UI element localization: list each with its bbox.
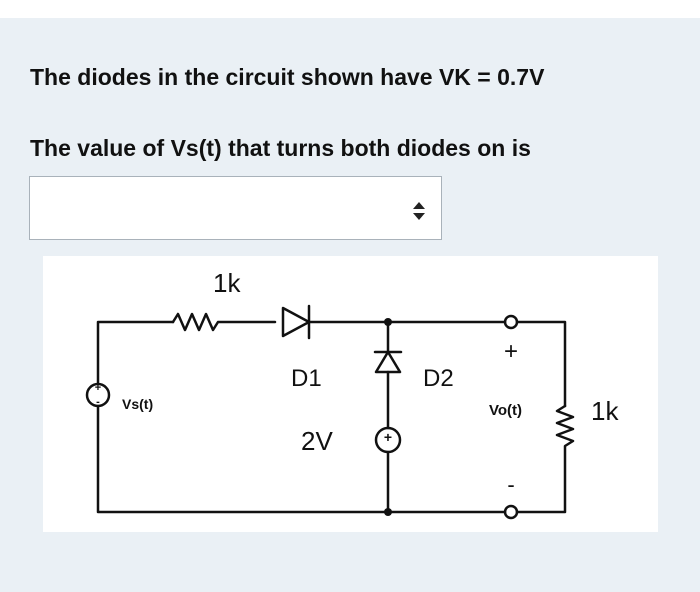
output-terminal-top bbox=[503, 314, 519, 330]
label-out-plus: + bbox=[504, 338, 518, 365]
question-text-line2: The value of Vs(t) that turns both diode… bbox=[30, 135, 531, 161]
resistor-1k-series bbox=[171, 312, 277, 332]
label-vo: Vo(t) bbox=[489, 402, 522, 419]
diode-d1-triangle bbox=[281, 306, 311, 338]
label-2v: 2V bbox=[301, 426, 333, 456]
up-down-arrows-icon bbox=[413, 202, 425, 220]
label-vs-plus: + bbox=[95, 382, 101, 394]
circuit-diagram: 1k D1 D2 2V Vs(t) Vo(t) 1k + - + - + bbox=[43, 256, 658, 532]
answer-dropdown[interactable] bbox=[29, 176, 442, 240]
output-terminal-bottom bbox=[503, 504, 519, 520]
label-rload: 1k bbox=[591, 396, 619, 426]
voltage-source-vs bbox=[85, 382, 111, 408]
junction-top bbox=[384, 318, 392, 326]
label-vs-minus: - bbox=[96, 396, 100, 408]
label-out-minus: - bbox=[507, 472, 514, 497]
label-d2: D2 bbox=[423, 365, 454, 392]
diode-d2-triangle bbox=[374, 350, 402, 374]
label-vs: Vs(t) bbox=[122, 396, 153, 412]
label-2v-plus: + bbox=[384, 429, 392, 445]
wire-right-top bbox=[515, 320, 567, 408]
label-r1: 1k bbox=[213, 268, 241, 298]
resistor-1k-load bbox=[515, 404, 575, 514]
label-d1: D1 bbox=[291, 365, 322, 392]
wire-top-left bbox=[96, 320, 175, 386]
question-text-line1: The diodes in the circuit shown have VK … bbox=[30, 64, 545, 90]
junction-bottom bbox=[384, 508, 392, 516]
wire-bottom bbox=[96, 404, 507, 514]
